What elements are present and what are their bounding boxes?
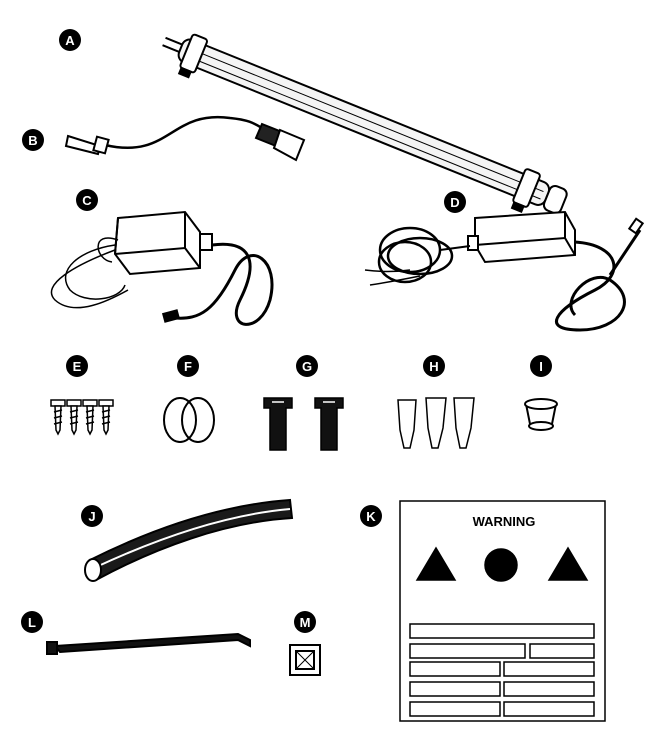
label-l-text: L — [28, 615, 36, 630]
screws — [50, 399, 114, 436]
label-h: H — [423, 355, 445, 377]
adhesive-mount — [289, 644, 321, 676]
label-g: G — [296, 355, 318, 377]
label-d: D — [444, 191, 466, 213]
label-i-text: I — [539, 359, 543, 374]
label-d-text: D — [450, 195, 459, 210]
label-k-text: K — [366, 509, 376, 524]
label-b: B — [22, 129, 44, 151]
label-h-text: H — [429, 359, 438, 374]
ballast-d — [364, 210, 645, 332]
warning-card-title: WARNING — [473, 514, 536, 529]
label-c: C — [76, 189, 98, 211]
lead-cable — [64, 115, 306, 162]
label-j-text: J — [88, 509, 95, 524]
lamp-tube — [162, 33, 568, 215]
cable-tie — [46, 632, 251, 655]
label-b-text: B — [28, 133, 37, 148]
label-c-text: C — [82, 193, 92, 208]
clips — [263, 397, 344, 451]
label-j: J — [81, 505, 103, 527]
plug-cap — [524, 398, 558, 431]
o-rings — [163, 397, 215, 443]
warning-card — [399, 500, 606, 722]
label-m-text: M — [300, 615, 311, 630]
label-f-text: F — [184, 359, 192, 374]
label-a-text: A — [65, 33, 75, 48]
label-g-text: G — [302, 359, 312, 374]
label-e-text: E — [73, 359, 82, 374]
label-l: L — [21, 611, 43, 633]
ballast-c — [50, 210, 274, 326]
label-i: I — [530, 355, 552, 377]
label-e: E — [66, 355, 88, 377]
wire-connectors — [397, 397, 475, 449]
label-a: A — [59, 29, 81, 51]
label-k: K — [360, 505, 382, 527]
label-m: M — [294, 611, 316, 633]
label-f: F — [177, 355, 199, 377]
corrugated-sleeve — [84, 498, 294, 582]
